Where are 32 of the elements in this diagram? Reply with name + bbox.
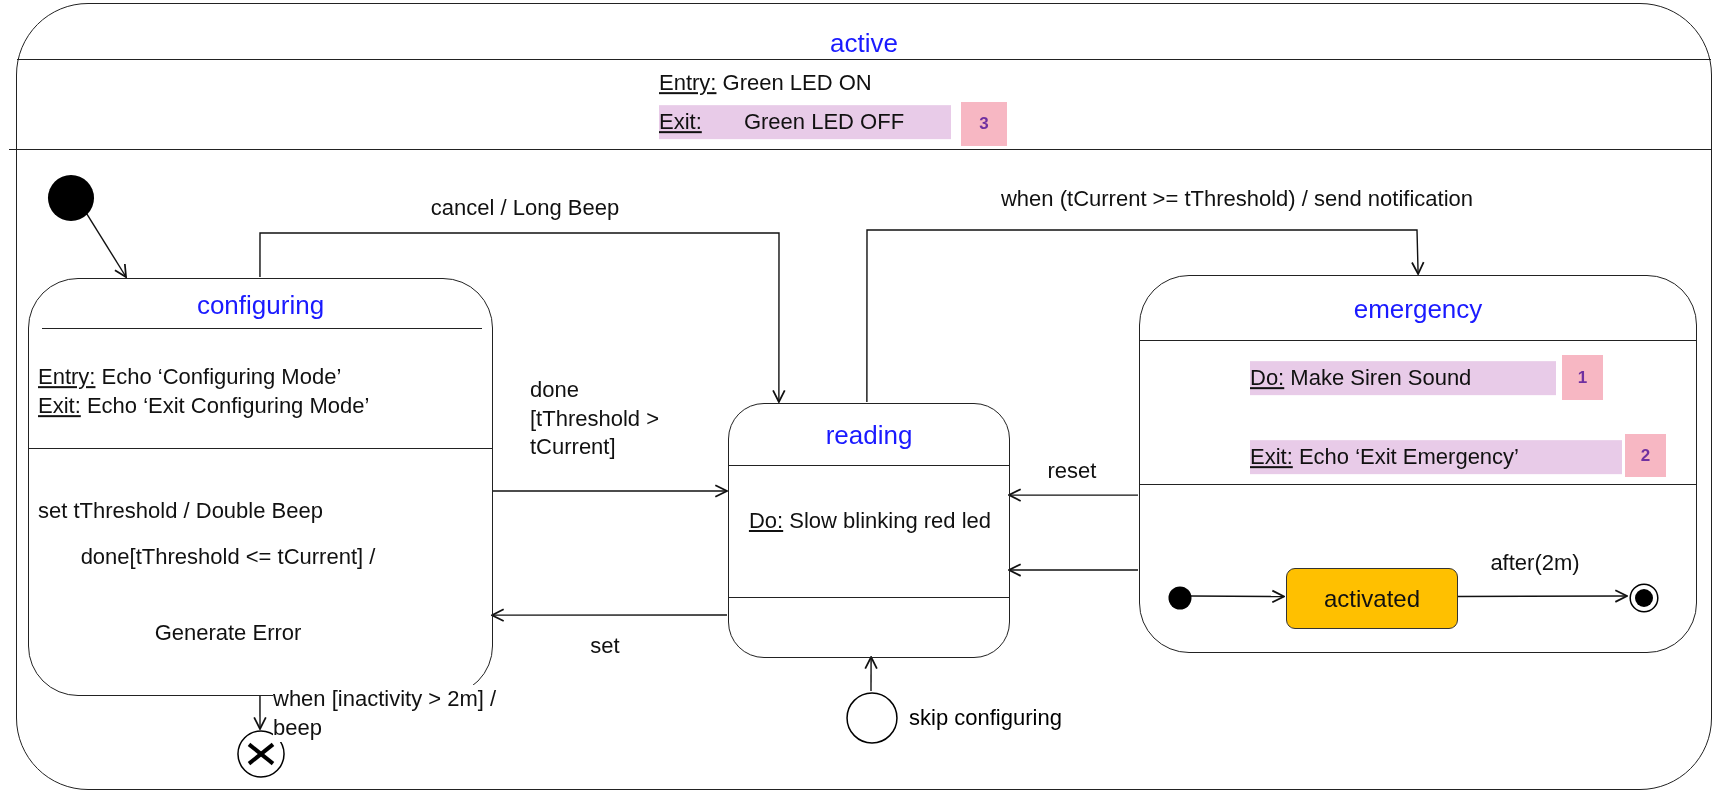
action-text: set tThreshold / Double Beep: [38, 497, 323, 526]
entry-point: [846, 692, 898, 744]
transition-arrow: [259, 232, 786, 403]
transition-arrow: [491, 484, 728, 498]
transition-arrow: [866, 229, 1425, 403]
initial-state: [1168, 586, 1192, 610]
transition-arrow: [253, 694, 267, 730]
transition-arrow: [1008, 488, 1139, 502]
transition-arrow: [491, 608, 728, 622]
callout-number: 3: [961, 102, 1007, 146]
state-box: [728, 403, 1010, 658]
state-caption: skip configuring: [909, 705, 1062, 731]
highlighted-action-text: Exit: Echo ‘Exit Emergency’: [1250, 440, 1622, 474]
state-name: activated: [1323, 584, 1421, 613]
highlighted-action-text: Do: Make Siren Sound: [1250, 361, 1556, 395]
state-name: reading: [824, 419, 914, 451]
action-text: Exit: Echo ‘Exit Configuring Mode’: [38, 392, 370, 421]
state-name: active: [829, 27, 899, 59]
transition-arrow: [86, 213, 127, 278]
state-name: emergency: [1352, 293, 1484, 325]
callout-number: 2: [1625, 434, 1666, 477]
initial-state: [47, 174, 95, 222]
transition-arrow: [1008, 563, 1139, 577]
highlighted-action-text: Exit: Green LED OFF: [659, 105, 951, 139]
transition-arrow: [864, 656, 878, 692]
action-text: Entry: Green LED ON: [659, 69, 872, 98]
action-text: Entry: Echo ‘Configuring Mode’: [38, 363, 342, 392]
callout-number: 1: [1562, 355, 1603, 400]
action-text: Do: Slow blinking red led: [747, 507, 993, 535]
state-box: [1286, 568, 1458, 629]
final-state: [1629, 583, 1659, 613]
state-name: configuring: [195, 289, 326, 321]
